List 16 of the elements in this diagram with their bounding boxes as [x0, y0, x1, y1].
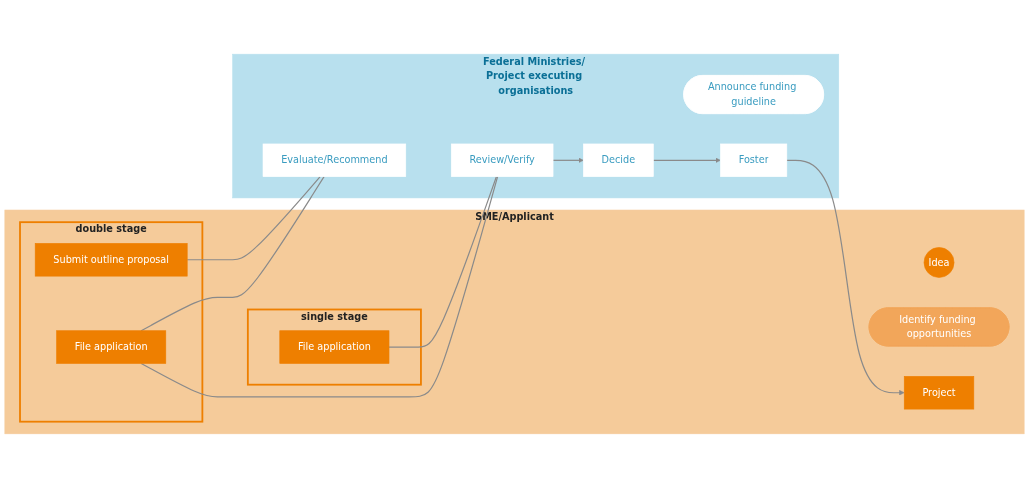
node-box: Submit outline proposal	[34, 243, 188, 277]
node-box: File application	[56, 330, 167, 364]
node-box: Foster	[720, 143, 788, 177]
node-box: File application	[279, 330, 390, 364]
node-box: Evaluate/Recommend	[262, 143, 407, 177]
connector	[388, 176, 497, 348]
connector	[140, 176, 499, 398]
node-circle: Idea	[923, 247, 955, 278]
arrow	[552, 157, 584, 163]
node-box: Review/Verify	[450, 143, 554, 177]
node-box: Project	[903, 376, 975, 410]
arrow	[652, 157, 721, 163]
arrow	[786, 159, 905, 396]
connector	[140, 176, 325, 332]
node-box: Decide	[583, 143, 654, 177]
connector	[186, 176, 321, 261]
